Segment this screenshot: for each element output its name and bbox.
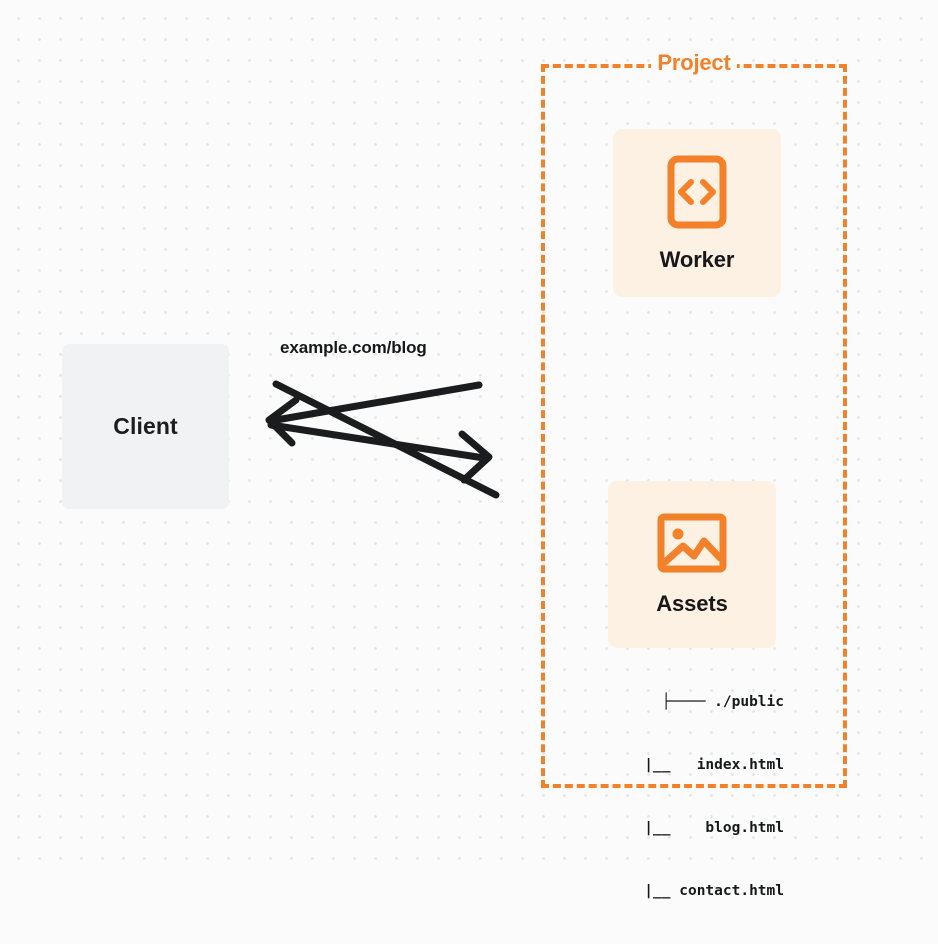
client-node[interactable]: Client [62,344,229,509]
worker-card[interactable]: Worker [613,129,781,297]
image-icon [657,512,727,574]
assets-card[interactable]: Assets [608,481,776,648]
tree-row: |__ contact.html [609,883,784,899]
code-brackets-icon [666,154,728,230]
client-node-label: Client [113,413,178,439]
arrow-diagonals [272,380,500,499]
tree-row: |__ blog.html [609,820,784,836]
tree-row: |__ index.html [609,757,784,773]
project-title-label: Project [541,50,847,76]
project-title-text: Project [651,50,737,75]
response-arrow [265,381,483,447]
request-arrow [267,421,493,484]
diagram-canvas: Client example.com/blog Project [0,0,938,899]
assets-card-label: Assets [656,591,728,616]
tree-row: ├──── ./public [661,694,784,710]
worker-card-label: Worker [659,246,735,272]
asset-file-tree: ├──── ./public |__ index.html |__ blog.h… [560,650,784,944]
connection-url-label: example.com/blog [280,338,427,357]
